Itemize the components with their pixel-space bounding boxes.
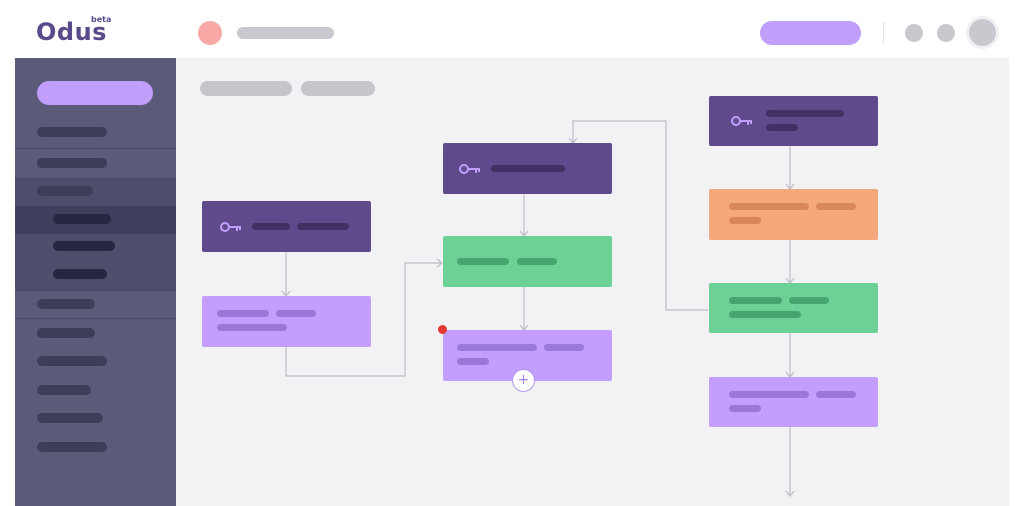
logo-text: Odus — [36, 18, 107, 46]
sidebar-subitem[interactable] — [53, 241, 115, 251]
notifications-icon[interactable] — [905, 24, 923, 42]
sidebar-item[interactable] — [37, 413, 103, 423]
condition-node[interactable] — [443, 236, 612, 287]
action-node[interactable] — [709, 377, 878, 427]
header-divider — [883, 22, 884, 44]
node-label-placeholder — [729, 297, 782, 304]
node-label-placeholder — [491, 165, 565, 172]
sidebar-item[interactable] — [37, 356, 107, 366]
sidebar-item[interactable] — [37, 127, 107, 137]
node-label-placeholder — [729, 311, 801, 318]
add-step-button[interactable]: + — [512, 369, 535, 392]
app-logo[interactable]: Odus beta — [36, 15, 111, 47]
delay-node[interactable] — [709, 189, 878, 240]
node-label-placeholder — [252, 223, 290, 230]
error-indicator — [438, 325, 447, 334]
workspace-avatar-icon[interactable] — [198, 21, 222, 45]
node-label-placeholder — [457, 258, 509, 265]
sidebar-subitem[interactable] — [53, 214, 111, 224]
condition-node[interactable] — [709, 283, 878, 333]
node-label-placeholder — [766, 124, 798, 131]
sidebar-item[interactable] — [37, 385, 91, 395]
node-label-placeholder — [789, 297, 829, 304]
trigger-node[interactable] — [709, 96, 878, 146]
sidebar-item[interactable] — [37, 186, 93, 196]
node-label-placeholder — [729, 405, 761, 412]
sidebar — [15, 58, 176, 506]
action-node[interactable] — [202, 296, 371, 347]
user-avatar-icon[interactable] — [969, 19, 996, 46]
workspace-name-placeholder — [237, 27, 334, 39]
key-icon — [731, 116, 752, 126]
sidebar-divider — [15, 318, 176, 319]
node-label-placeholder — [297, 223, 349, 230]
sidebar-divider — [15, 290, 176, 291]
help-icon[interactable] — [937, 24, 955, 42]
node-label-placeholder — [816, 203, 856, 210]
node-label-placeholder — [217, 324, 287, 331]
node-label-placeholder — [816, 391, 856, 398]
node-label-placeholder — [457, 358, 489, 365]
plus-icon: + — [517, 372, 530, 388]
beta-badge: beta — [91, 15, 112, 24]
node-label-placeholder — [766, 110, 844, 117]
sidebar-divider — [15, 148, 176, 149]
node-label-placeholder — [217, 310, 269, 317]
node-label-placeholder — [729, 203, 809, 210]
trigger-node[interactable] — [202, 201, 371, 252]
top-header: Odus beta — [0, 0, 1024, 60]
breadcrumb-item[interactable] — [301, 81, 375, 96]
primary-action-button[interactable] — [760, 21, 861, 45]
sidebar-subitem[interactable] — [53, 269, 107, 279]
key-icon — [220, 222, 241, 232]
trigger-node[interactable] — [443, 143, 612, 194]
node-label-placeholder — [457, 344, 537, 351]
node-label-placeholder — [517, 258, 557, 265]
sidebar-item[interactable] — [37, 442, 107, 452]
node-label-placeholder — [544, 344, 584, 351]
sidebar-create-button[interactable] — [37, 81, 153, 105]
sidebar-item[interactable] — [37, 158, 107, 168]
sidebar-item[interactable] — [37, 328, 95, 338]
node-label-placeholder — [729, 391, 809, 398]
sidebar-item[interactable] — [37, 299, 95, 309]
key-icon — [459, 164, 480, 174]
node-label-placeholder — [729, 217, 761, 224]
node-label-placeholder — [276, 310, 316, 317]
breadcrumb-item[interactable] — [200, 81, 292, 96]
